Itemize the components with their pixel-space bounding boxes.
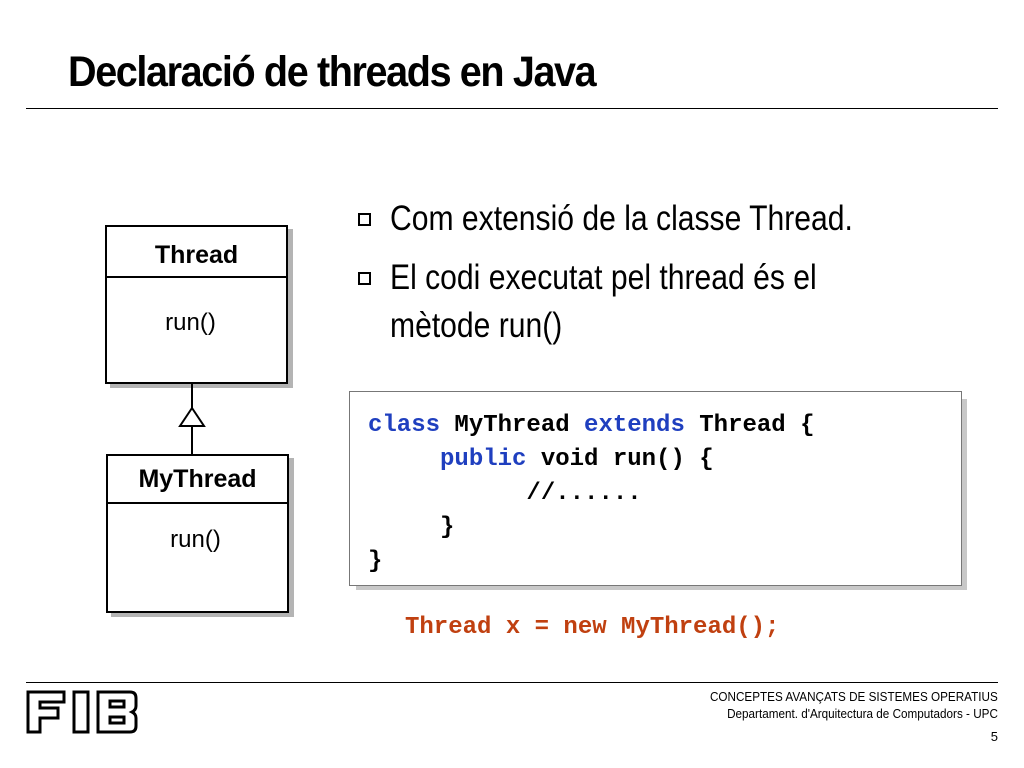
uml-class-name: Thread xyxy=(154,241,239,269)
title-divider xyxy=(26,108,998,109)
code-keyword: extends xyxy=(584,412,685,439)
bullet-box-icon xyxy=(358,272,371,285)
uml-method: run() xyxy=(165,309,216,336)
code-line-3: //...... xyxy=(368,480,642,507)
page-number: 5 xyxy=(990,729,998,744)
code-keyword: class xyxy=(368,412,441,439)
uml-class-name: MyThread xyxy=(138,465,257,493)
uml-divider xyxy=(107,276,286,278)
inheritance-arrow-icon xyxy=(178,384,206,458)
code-text: void run() { xyxy=(526,446,714,473)
code-text: MyThread xyxy=(440,412,585,439)
uml-divider xyxy=(108,502,287,504)
code-line-5: } xyxy=(368,548,383,575)
code-line-2: public void run() { xyxy=(368,446,714,473)
bullet-box-icon xyxy=(358,213,371,226)
uml-class-mythread: MyThread run() xyxy=(106,454,289,613)
code-text: Thread { xyxy=(684,412,815,439)
code-keyword: public xyxy=(440,446,527,473)
bullet-text-1: Com extensió de la classe Thread. xyxy=(390,199,853,238)
uml-method: run() xyxy=(170,526,221,553)
code-indent xyxy=(368,446,440,473)
bullet-text-2a: El codi executat pel thread és el xyxy=(390,258,817,297)
footer-department: Departament. d'Arquitectura de Computado… xyxy=(727,706,998,721)
footer-course: CONCEPTES AVANÇATS DE SISTEMES OPERATIUS xyxy=(710,689,998,704)
uml-class-thread: Thread run() xyxy=(105,225,288,384)
bullet-text-2b: mètode run() xyxy=(390,306,563,345)
footer-divider xyxy=(26,682,998,683)
fib-logo-icon xyxy=(26,690,138,734)
code-line-1: class MyThread extends Thread { xyxy=(368,412,815,439)
slide-title: Declaració de threads en Java xyxy=(68,48,597,96)
code-line-4: } xyxy=(368,514,455,541)
code-box xyxy=(349,391,962,586)
instantiation-code: Thread x = new MyThread(); xyxy=(405,614,780,641)
